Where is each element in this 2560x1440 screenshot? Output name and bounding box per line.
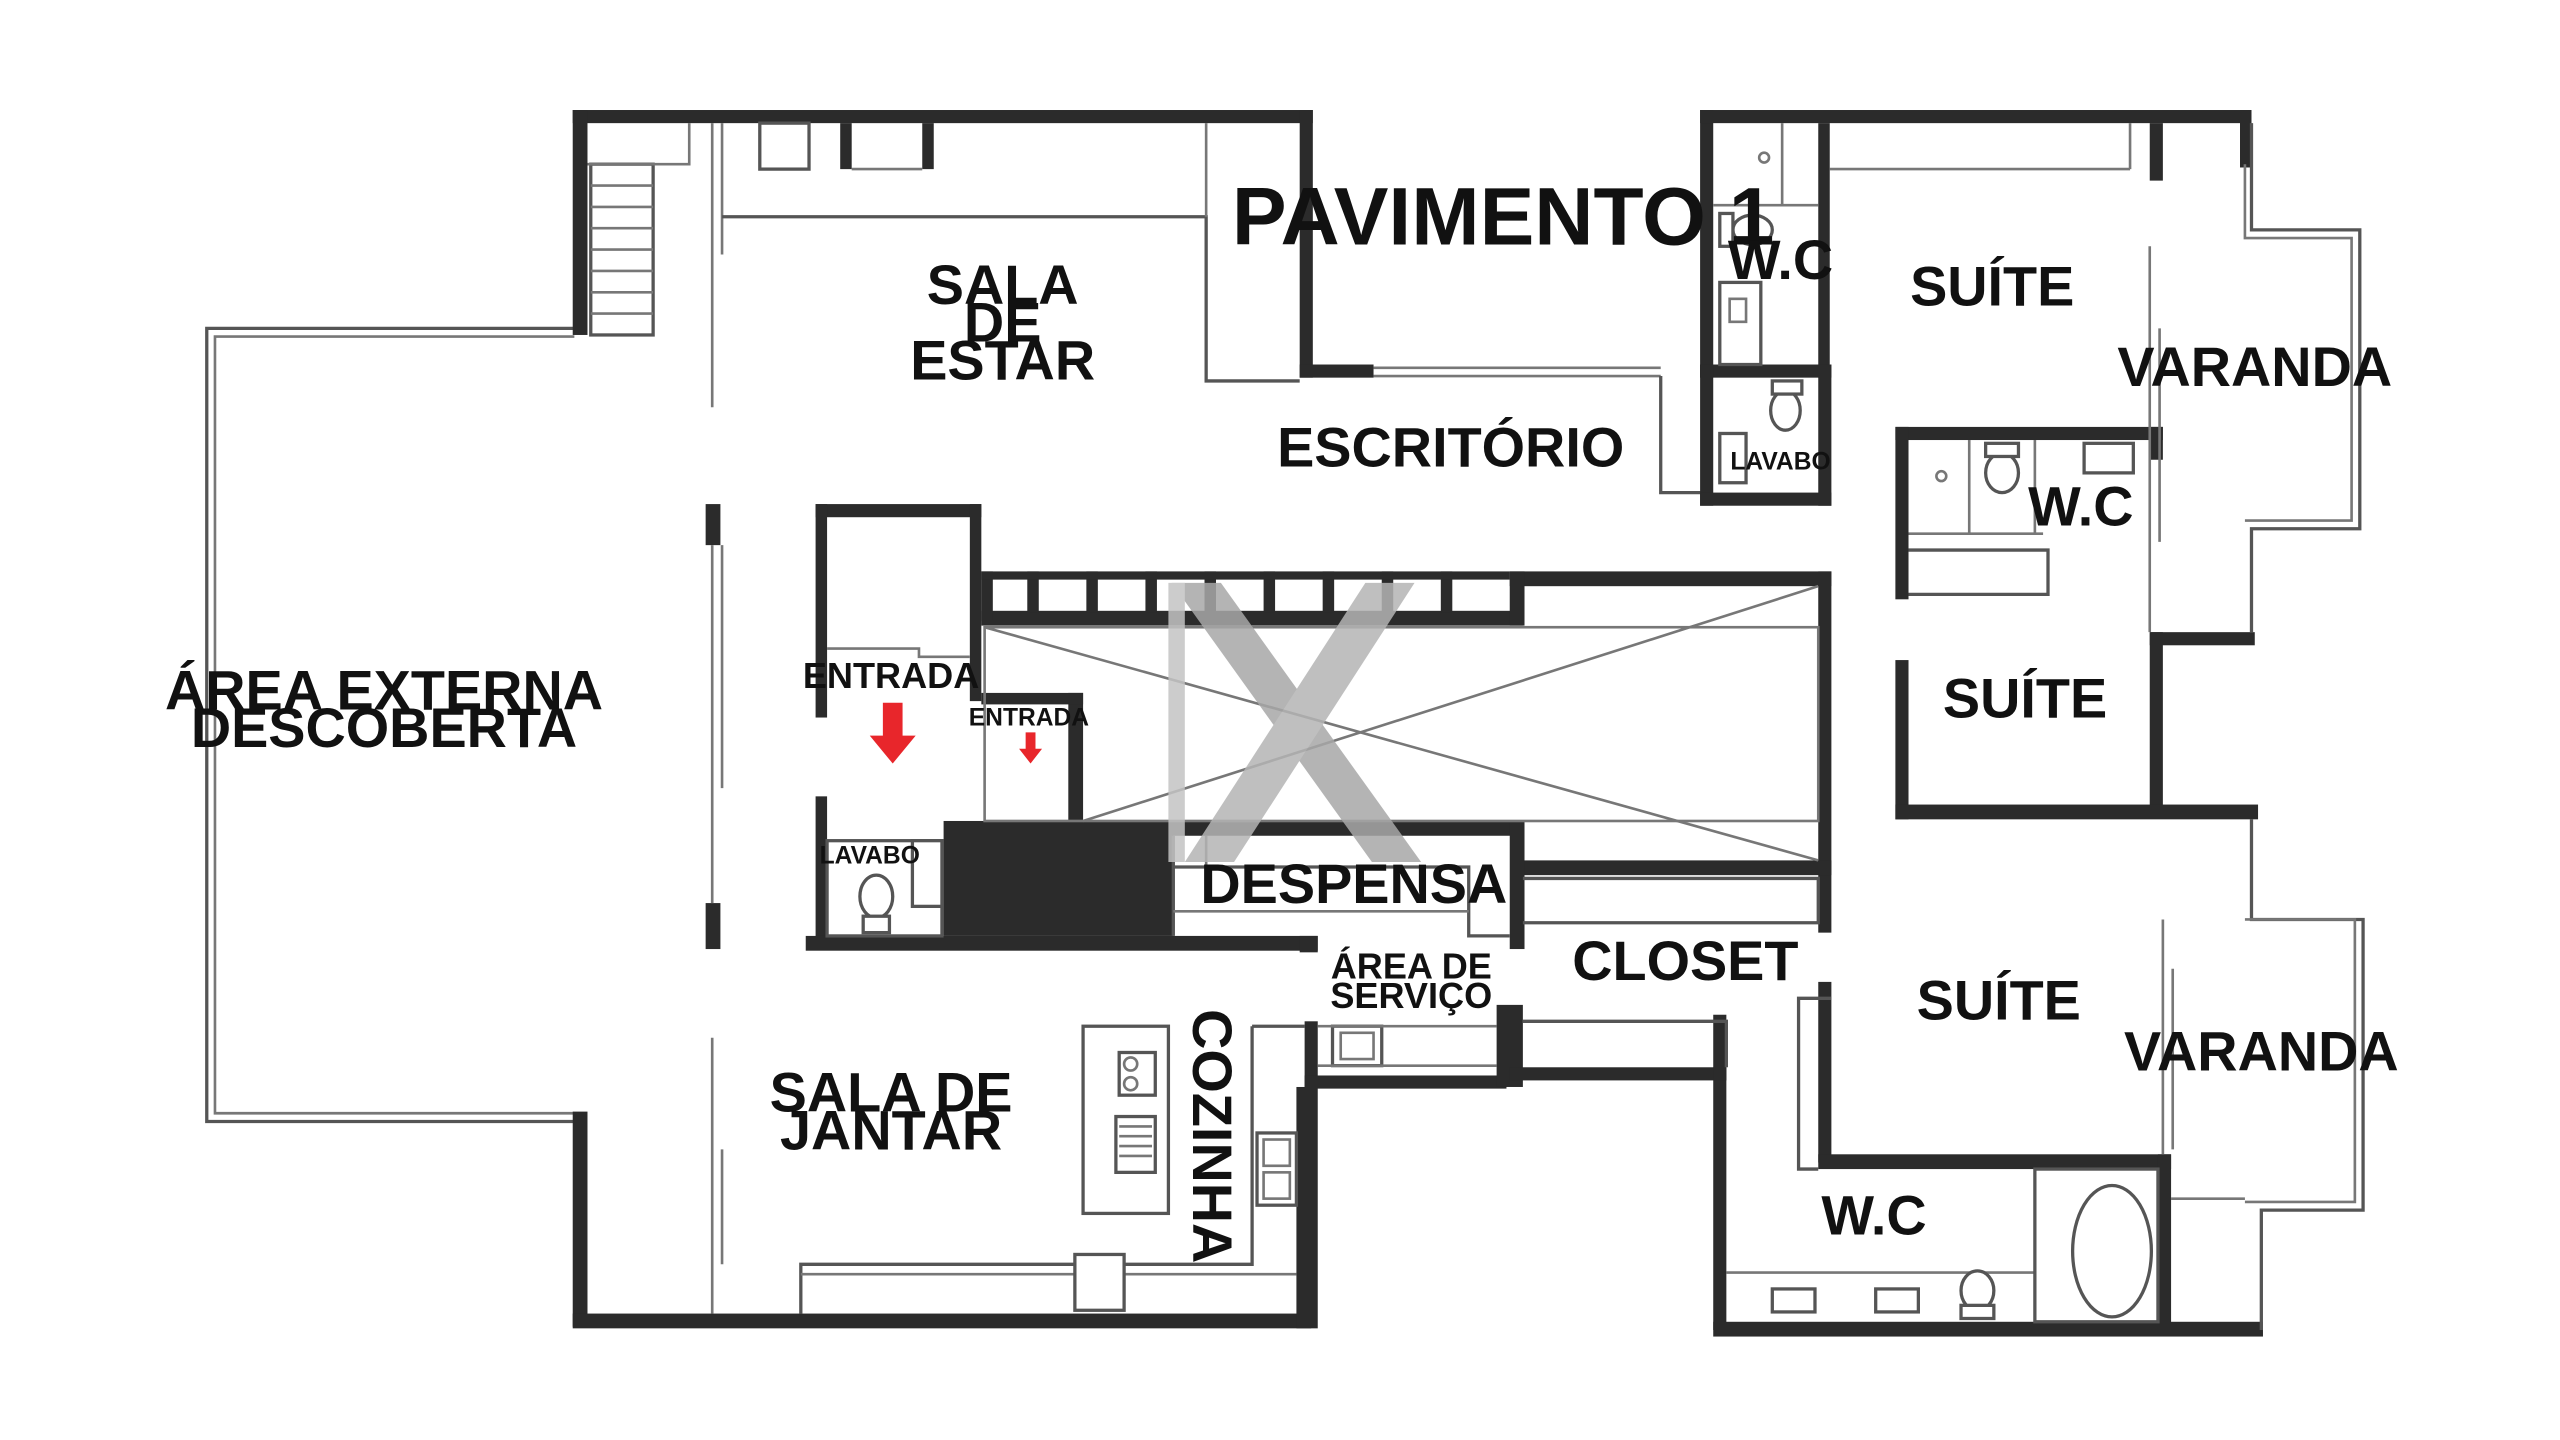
glass-panels-left bbox=[710, 123, 724, 1314]
label-sala-jantar-1: SALA DE bbox=[770, 1061, 1013, 1124]
label-varanda-top: VARANDA bbox=[2117, 335, 2392, 398]
label-suite-bottom: SUÍTE bbox=[1917, 969, 2081, 1032]
logo-watermark bbox=[1168, 582, 1422, 863]
label-wc-bottom: W.C bbox=[1821, 1184, 1926, 1247]
label-entrada-small: ENTRADA bbox=[969, 705, 1090, 732]
kitchen-fixtures bbox=[799, 1024, 1497, 1314]
closet-outline bbox=[1522, 876, 1820, 1068]
exterior-area-outline bbox=[205, 326, 575, 1124]
void-beams bbox=[981, 571, 1510, 613]
label-lavabo-right: LAVABO bbox=[1730, 449, 1830, 476]
label-closet: CLOSET bbox=[1572, 929, 1798, 992]
label-entrada: ENTRADA bbox=[803, 655, 979, 696]
label-lavabo-left: LAVABO bbox=[820, 843, 920, 870]
label-despensa: DESPENSA bbox=[1200, 852, 1507, 915]
walls-kitchen bbox=[1296, 935, 1523, 1329]
entrance-arrow-small-icon bbox=[1019, 732, 1043, 764]
label-suite-top: SUÍTE bbox=[1910, 254, 2074, 317]
toilet-icon bbox=[1984, 451, 2021, 495]
wc-mid-fixtures bbox=[1908, 440, 2135, 597]
label-sala-estar-1: SALA bbox=[927, 253, 1079, 316]
cooktop-icon bbox=[1117, 1050, 1157, 1097]
label-wc-mid: W.C bbox=[2028, 474, 2133, 537]
label-sala-estar-2: DE bbox=[964, 291, 1041, 354]
office-window bbox=[1373, 366, 1707, 495]
label-area-servico-2: SERVIÇO bbox=[1330, 975, 1492, 1016]
label-sala-estar-3: ESTAR bbox=[910, 328, 1095, 391]
bathtub-icon bbox=[2070, 1183, 2154, 1319]
suite-bottom-fixtures bbox=[1726, 996, 2245, 1324]
label-sala-jantar-2: JANTAR bbox=[780, 1098, 1002, 1161]
label-area-externa-1: ÁREA EXTERNA bbox=[165, 658, 603, 721]
living-room-cabinets bbox=[722, 121, 1300, 383]
stairs bbox=[587, 123, 691, 337]
balcony-outline bbox=[1829, 123, 2365, 1330]
entrance-detail bbox=[827, 647, 970, 659]
lavabo-left-room bbox=[825, 839, 944, 938]
toilet-icon bbox=[1769, 389, 1802, 432]
wc-top-fixtures bbox=[1713, 123, 1819, 367]
label-escritorio: ESCRITÓRIO bbox=[1277, 415, 1624, 478]
lavabo-right-fixtures bbox=[1718, 379, 1804, 485]
toilet-icon bbox=[858, 873, 895, 920]
label-wc-top: W.C bbox=[1728, 228, 1833, 291]
void-area bbox=[983, 584, 1820, 862]
label-varanda-bottom: VARANDA bbox=[2124, 1020, 2399, 1083]
label-cozinha: COZINHA bbox=[1181, 1009, 1244, 1263]
plan-title: PAVIMENTO 1 bbox=[1232, 172, 1774, 263]
walls-left-block bbox=[572, 110, 1374, 1329]
label-area-externa-2: DESCOBERTA bbox=[191, 696, 577, 759]
label-area-servico-1: ÁREA DE bbox=[1331, 946, 1492, 987]
entrance-arrow-icon bbox=[869, 702, 916, 764]
walls-right-block bbox=[1509, 110, 2263, 1337]
label-suite-mid: SUÍTE bbox=[1943, 667, 2107, 730]
